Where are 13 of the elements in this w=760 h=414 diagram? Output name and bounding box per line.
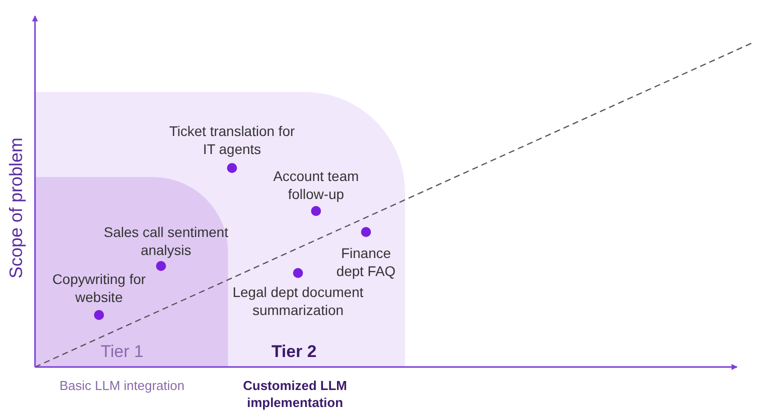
axis-title: Scope of problem	[5, 136, 27, 281]
use-case-label: Legal dept document summarization	[232, 283, 364, 319]
tier-label: Tier 1	[100, 342, 144, 362]
use-case-label: Sales call sentiment analysis	[102, 223, 230, 259]
axis-category-label: Customized LLM implementation	[242, 377, 348, 411]
tier-region	[35, 92, 405, 367]
use-case-label: Copywriting for website	[51, 270, 147, 306]
tier-label: Tier 2	[270, 342, 318, 362]
axis-category-label: Basic LLM integration	[58, 377, 186, 395]
tier-region	[35, 177, 228, 367]
use-case-label: Ticket translation for IT agents	[169, 122, 295, 158]
use-case-label: Account team follow-up	[272, 167, 360, 203]
use-case-label: Finance dept FAQ	[335, 244, 397, 280]
